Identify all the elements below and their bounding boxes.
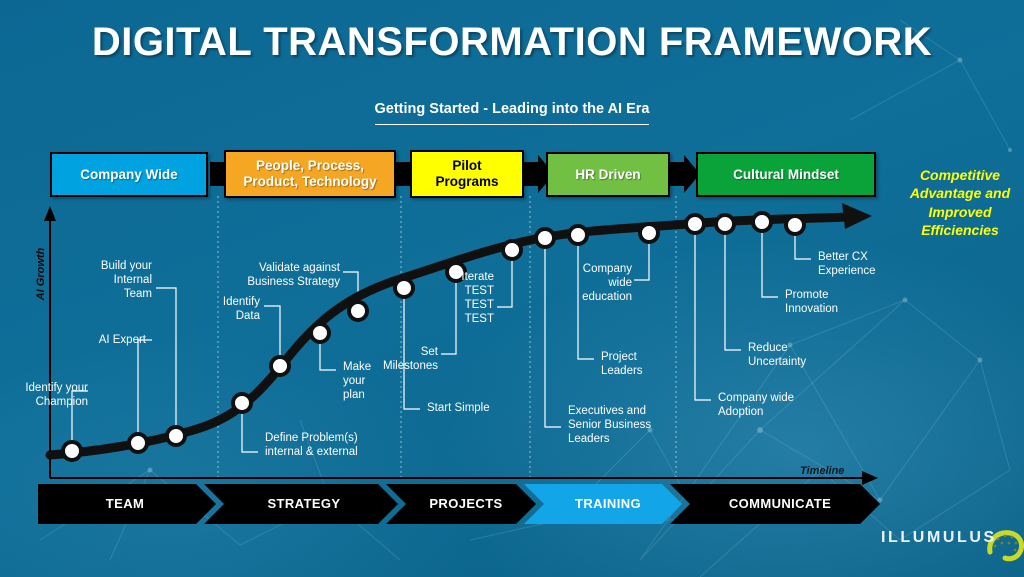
y-axis-label: AI Growth [35,247,47,301]
phase-box-label: People, Process, Product, Technology [243,158,377,189]
annotation-project-leaders: Project Leaders [601,351,643,378]
timeline-stage-communicate[interactable] [670,484,880,524]
annotation-start-simple: Start Simple [427,402,490,414]
phase-box-pilot-programs[interactable]: Pilot Programs [410,150,524,198]
annotation-better-cx-experience: Better CX Experience [818,251,876,278]
timeline-stage-team[interactable] [38,484,216,524]
x-axis-label: Timeline [800,465,845,477]
annotation-reduce-uncertainty: Reduce Uncertainty [748,342,807,369]
timeline-stage-label-training: TRAINING [574,496,642,511]
annotation-executives-senior-business-leaders: Executives and Senior Business Leaders [568,405,652,446]
phase-box-label: Company Wide [80,166,178,182]
illumulus-logo [987,530,1024,562]
annotation-validate-against-business-strategy: Validate against Business Strategy [247,262,340,289]
timeline-stage-training[interactable] [524,484,682,524]
competitive-advantage-note: Competitive Advantage and Improved Effic… [909,167,1011,239]
phase-box-label: Cultural Mindset [733,166,839,182]
annotation-company-wide-adoption: Company wide Adoption [718,392,795,419]
timeline-stage-strategy[interactable] [204,484,398,524]
annotation-promote-innovation: Promote Innovation [785,289,839,316]
logo-swoosh-icon [987,530,1024,562]
timeline-stage-projects[interactable] [386,484,536,524]
phase-box-cultural-mindset[interactable]: Cultural Mindset [696,152,876,197]
phase-box-people-process[interactable]: People, Process, Product, Technology [224,150,396,198]
timeline-stage-label-projects: PROJECTS [429,496,503,511]
annotation-build-your-internal-team: Build your Internal Team [100,260,152,301]
timeline-stage-label-team: TEAM [105,496,145,511]
annotation-identify-data: Identify Data [222,296,260,323]
timeline-stage-label-communicate: COMMUNICATE [728,496,832,511]
page-subtitle: Getting Started - Leading into the AI Er… [0,101,1024,125]
timeline-stage-bar [38,484,880,524]
annotation-set-milestones: Set Milestones [383,346,438,373]
phase-box-label: Pilot Programs [435,158,499,189]
annotation-define-problems: Define Problem(s) internal & external [265,432,358,459]
page-title: DIGITAL TRANSFORMATION FRAMEWORK [91,20,933,64]
phase-box-company-wide[interactable]: Company Wide [50,152,208,197]
annotation-iterate-test: Iterate TEST TEST TEST [461,271,494,326]
annotation-identify-your-champion: Identify your Champion [25,382,88,409]
annotation-ai-expert: AI Expert [98,334,146,346]
annotation-company-wide-education: Company wide education [582,263,632,304]
phase-box-hr-driven[interactable]: HR Driven [546,152,670,197]
timeline-stage-label-strategy: STRATEGY [267,496,341,511]
phase-box-label: HR Driven [575,166,641,182]
page-subtitle-text: Getting Started - Leading into the AI Er… [374,101,650,125]
logo-wordmark: ILLUMULUS [881,529,997,546]
annotation-make-your-plan: Make your plan [343,361,372,402]
